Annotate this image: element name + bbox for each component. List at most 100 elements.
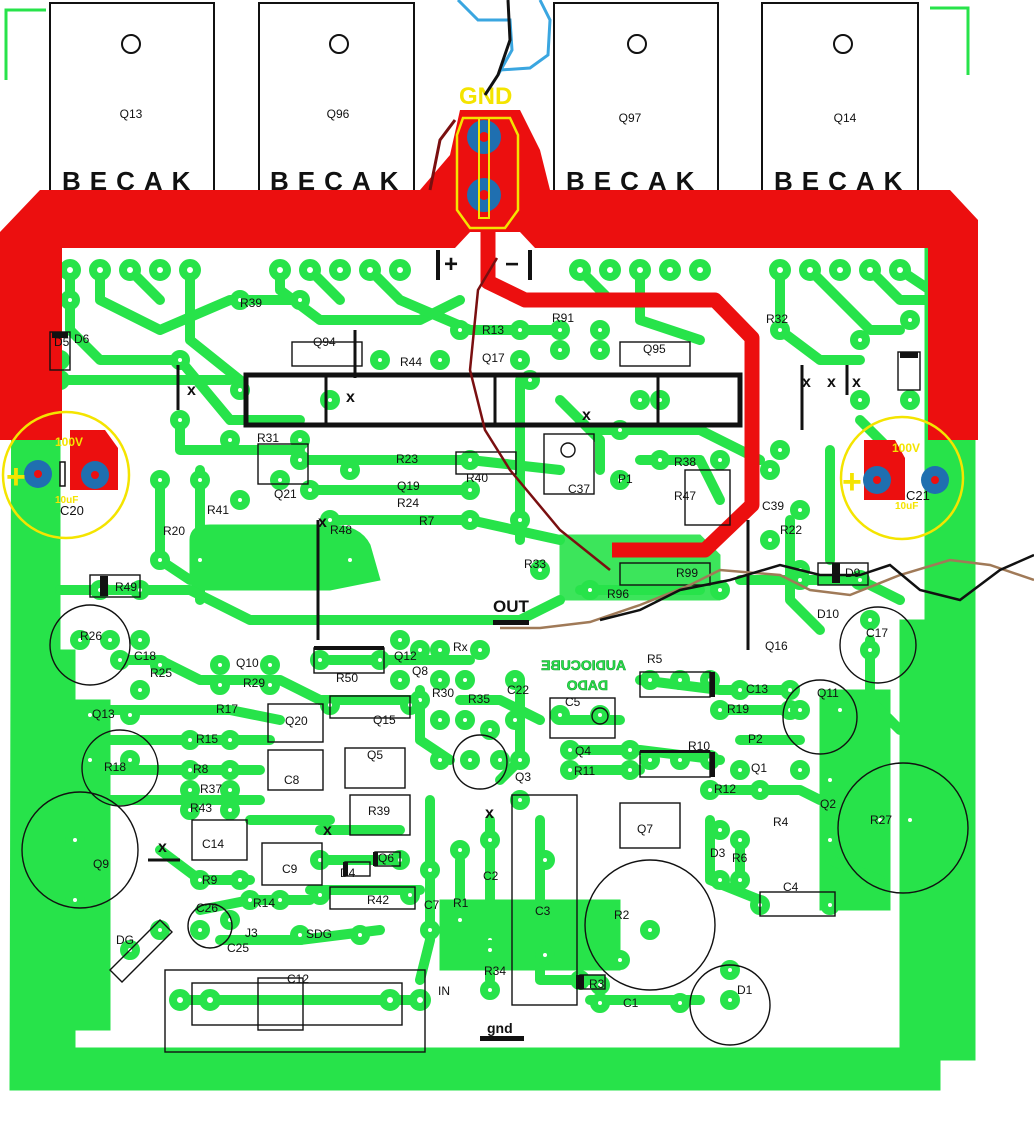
- refdes-c37: C37: [568, 482, 590, 496]
- diodes: [52, 332, 918, 989]
- refdes-r12: R12: [714, 782, 736, 796]
- refdes-d4: D4: [340, 866, 356, 880]
- refdes-r9: R9: [202, 873, 218, 887]
- refdes-d5: D5: [54, 335, 70, 349]
- refdes-c3: C3: [535, 904, 551, 918]
- right-cap-highlight: +: [839, 415, 965, 541]
- refdes-c5: C5: [565, 695, 581, 709]
- refdes-q15: Q15: [373, 713, 396, 727]
- refdes-r11: R11: [574, 764, 595, 778]
- svg-text:x: x: [827, 374, 836, 391]
- refdes-d1: D1: [737, 983, 753, 997]
- refdes-d10: D10: [817, 607, 839, 621]
- refdes-r31: R31: [257, 431, 279, 445]
- refdes-r41: R41: [207, 503, 229, 517]
- refdes-q17: Q17: [482, 351, 505, 365]
- refdes-r32: R32: [766, 312, 788, 326]
- refdes-r91: R91: [552, 311, 574, 325]
- refdes-c39: C39: [762, 499, 784, 513]
- refdes-r42: R42: [367, 893, 389, 907]
- refdes-q10: Q10: [236, 656, 259, 670]
- minus-bar: [528, 250, 532, 280]
- refdes-q9: Q9: [93, 857, 109, 871]
- refdes-q6: Q6: [378, 851, 394, 865]
- q96-label: Q96: [327, 107, 350, 121]
- refdes-r49: R49: [115, 580, 137, 594]
- jumper-wires: [468, 257, 1034, 630]
- refdes-sdg: SDG: [306, 927, 332, 941]
- svg-text:x: x: [318, 514, 327, 531]
- refdes-c12: C12: [287, 972, 309, 986]
- refdes-r10: R10: [688, 739, 710, 753]
- output-transistors: [49, 2, 919, 194]
- transistor-q96: [258, 2, 415, 194]
- refdes-j3: J3: [245, 926, 258, 940]
- refdes-r35: R35: [468, 692, 490, 706]
- refdes-r44: R44: [400, 355, 422, 369]
- svg-text:x: x: [582, 407, 591, 424]
- plus-bar: [436, 250, 440, 280]
- left-cap-voltage: 100V: [55, 435, 83, 449]
- refdes-p1: P1: [618, 472, 633, 486]
- gnd-feed-trace: [480, 205, 760, 558]
- svg-text:x: x: [485, 805, 494, 822]
- silk-lines: [148, 330, 849, 862]
- refdes-r33: R33: [524, 557, 546, 571]
- refdes-q94: Q94: [313, 335, 336, 349]
- refdes-q95: Q95: [643, 342, 666, 356]
- left-cap-plus: +: [6, 458, 26, 496]
- refdes-r24: R24: [397, 496, 419, 510]
- refdes-r3: R3: [589, 977, 605, 991]
- refdes-r26: R26: [80, 629, 102, 643]
- refdes-r16: R16: [0, 0, 22, 3]
- refdes-r19: R19: [727, 702, 749, 716]
- refdes-r13: R13: [482, 323, 504, 337]
- refdes-q4: Q4: [575, 744, 591, 758]
- refdes-c22: C22: [507, 683, 529, 697]
- gnd-label: GND: [459, 83, 512, 110]
- in-label: IN: [438, 984, 450, 998]
- refdes-c14: C14: [202, 837, 224, 851]
- right-cap-value: 10uF: [895, 501, 918, 512]
- refdes-r7: R7: [419, 514, 435, 528]
- refdes-r43: R43: [190, 801, 212, 815]
- refdes-r96: R96: [607, 587, 629, 601]
- refdes-r29: R29: [243, 676, 265, 690]
- gnd-terminal: [455, 116, 520, 230]
- brand-line-2: DADO: [567, 677, 608, 693]
- refdes-r8: R8: [193, 762, 209, 776]
- refdes-r6: R6: [732, 851, 748, 865]
- q97-label: Q97: [619, 111, 642, 125]
- refdes-dg: DG: [116, 933, 134, 947]
- svg-text:x: x: [852, 374, 861, 391]
- refdes-r30: R30: [432, 686, 454, 700]
- refdes-c18: C18: [134, 649, 156, 663]
- svg-text:x: x: [802, 374, 811, 391]
- q13-label: Q13: [120, 107, 143, 121]
- out-bar: [493, 620, 529, 625]
- refdes-r39: R39: [368, 804, 390, 818]
- refdes-r40: R40: [466, 471, 488, 485]
- refdes-q19: Q19: [397, 479, 420, 493]
- refdes-c9: C9: [282, 862, 298, 876]
- refdes-r34: R34: [484, 964, 506, 978]
- refdes-q16: Q16: [765, 639, 788, 653]
- refdes-r15: R15: [196, 732, 218, 746]
- refdes-q3: Q3: [515, 770, 531, 784]
- left-cap-ref: C20: [60, 503, 84, 518]
- transistor-q97: [553, 2, 719, 194]
- refdes-r48: R48: [330, 523, 352, 537]
- refdes-r1: R1: [453, 896, 469, 910]
- gnd-bottom-label: gnd: [487, 1020, 513, 1036]
- refdes-r39: R39: [240, 296, 262, 310]
- refdes-r2: R2: [614, 908, 630, 922]
- refdes-r25: R25: [150, 666, 172, 680]
- gnd-bottom-bar: [480, 1036, 524, 1041]
- refdes-q2: Q2: [820, 797, 836, 811]
- copper-layer: [9, 244, 976, 1091]
- refdes-r37: R37: [200, 782, 222, 796]
- right-cap-ref: C21: [906, 488, 930, 503]
